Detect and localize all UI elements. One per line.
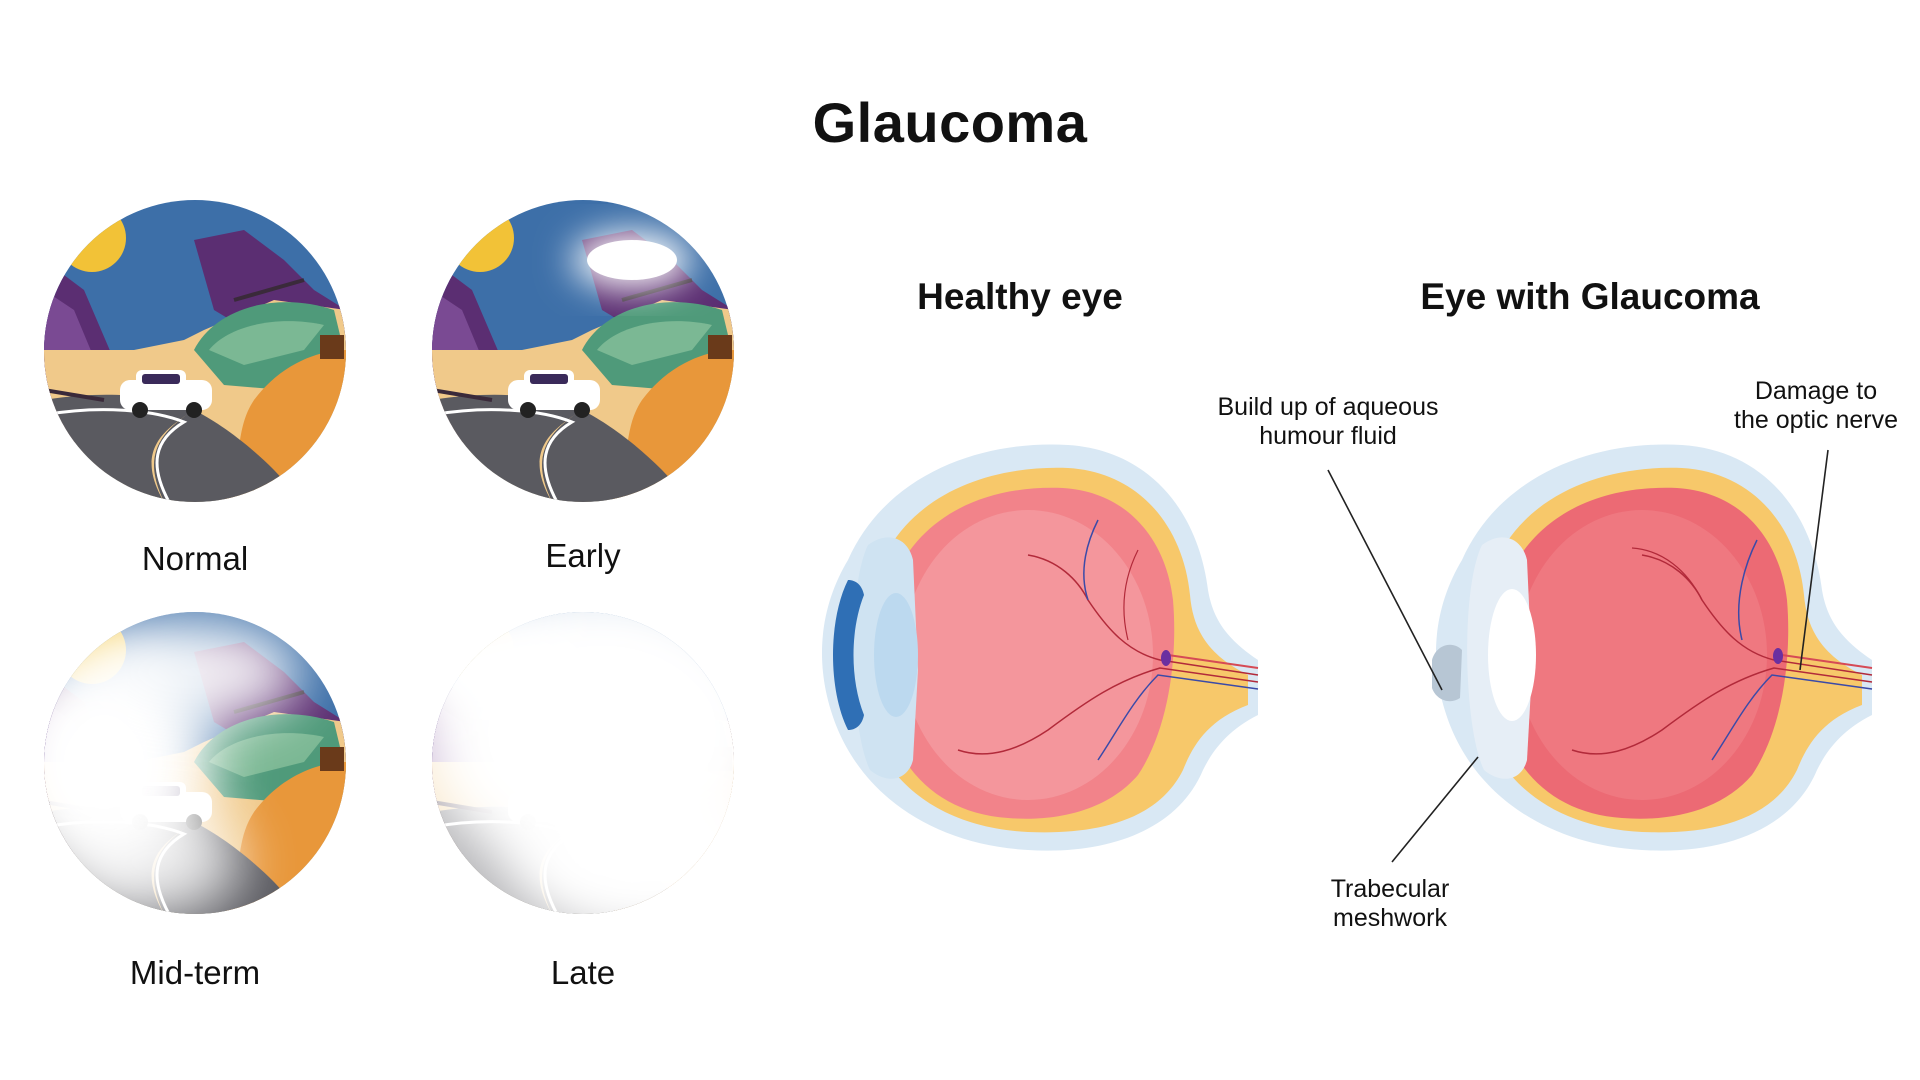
page-title: Glaucoma <box>812 91 1088 154</box>
glaucoma-eye-title: Eye with Glaucoma <box>1420 276 1760 317</box>
callout-optic-nerve: Damage to the optic nerve <box>1734 377 1898 434</box>
vision-early <box>432 200 734 502</box>
vision-normal <box>44 200 346 502</box>
stage-label-late: Late <box>550 954 616 991</box>
healthy-eye-diagram <box>788 430 1268 860</box>
stage-label-midterm: Mid-term <box>129 954 261 991</box>
callout-aqueous-humour: Build up of aqueous humour fluid <box>1217 393 1439 450</box>
vision-late <box>432 612 734 914</box>
glaucoma-eye-diagram <box>1402 430 1882 860</box>
stage-label-early: Early <box>545 537 621 574</box>
healthy-eye-title: Healthy eye <box>917 276 1123 317</box>
stage-label-normal: Normal <box>141 540 249 577</box>
vision-midterm <box>44 612 346 914</box>
callout-trabecular-meshwork: Trabecular meshwork <box>1330 875 1450 932</box>
